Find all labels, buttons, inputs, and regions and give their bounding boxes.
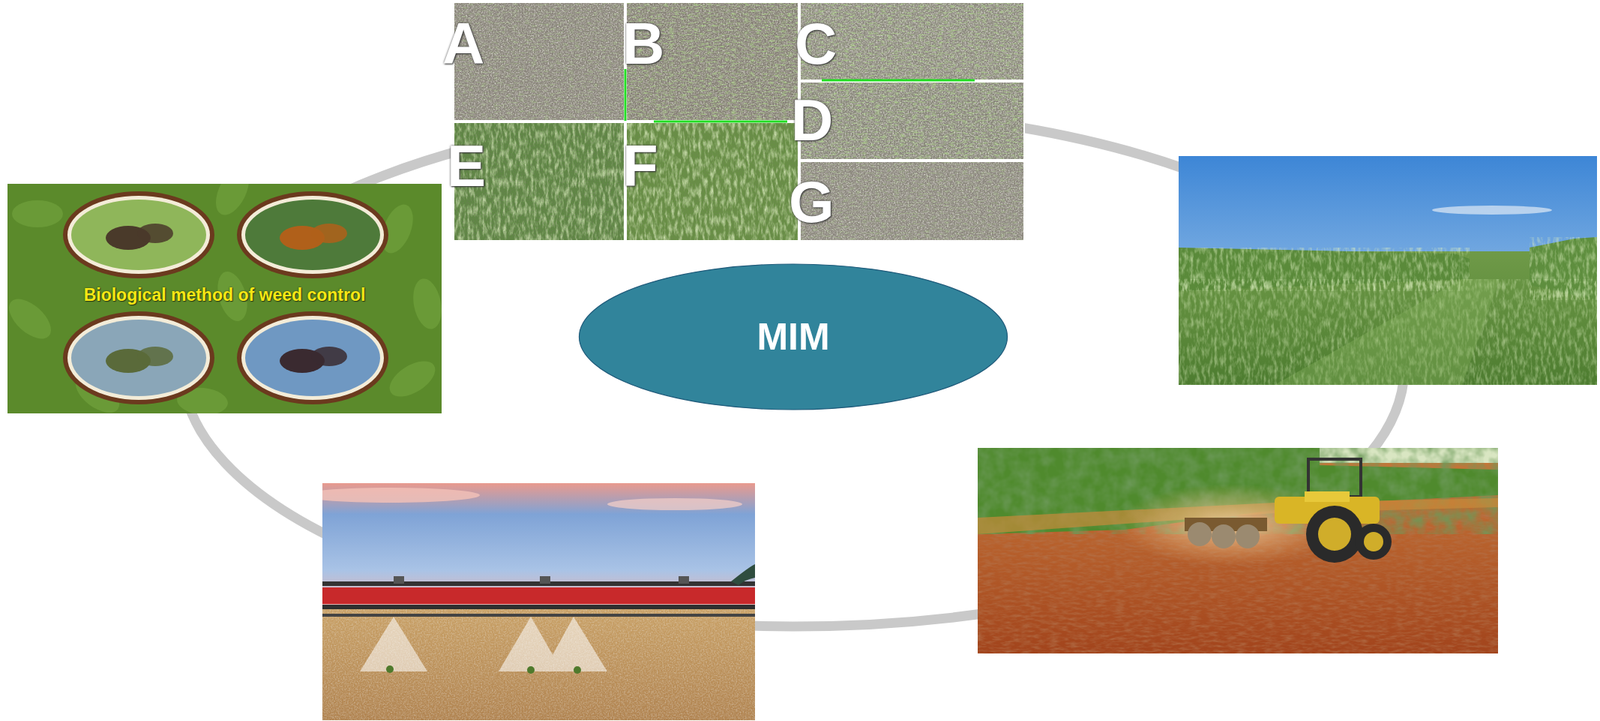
panel-letter: B (622, 14, 665, 73)
disc-harrow (1184, 517, 1268, 549)
insect-photo (236, 311, 389, 405)
panel-letter: G (788, 172, 835, 231)
field-photo (1178, 155, 1598, 385)
panel-letter: C (794, 14, 837, 73)
panel-letter: D (791, 90, 833, 150)
panel-letter: E (446, 136, 486, 195)
panel-title: Biological method of weed control (83, 284, 366, 306)
image-panel: Biological method of weed control (7, 183, 442, 414)
tractor-symbol (1274, 458, 1392, 563)
dry-field-photo (800, 82, 1024, 159)
insect-photo (236, 191, 389, 279)
panel-letter: A (442, 14, 485, 73)
tillage-photo (977, 447, 1499, 654)
sprayer-boom (322, 563, 756, 617)
weeds (386, 665, 582, 674)
insect-photo (62, 311, 215, 405)
panel-letter: F (622, 136, 659, 195)
insect-photo (62, 191, 215, 279)
center-ellipse: MIM (576, 262, 1010, 411)
center-title: MIM (756, 314, 830, 359)
spray-cones (359, 616, 608, 672)
sprayer-photo (322, 482, 756, 720)
photo-grid (452, 1, 1025, 242)
